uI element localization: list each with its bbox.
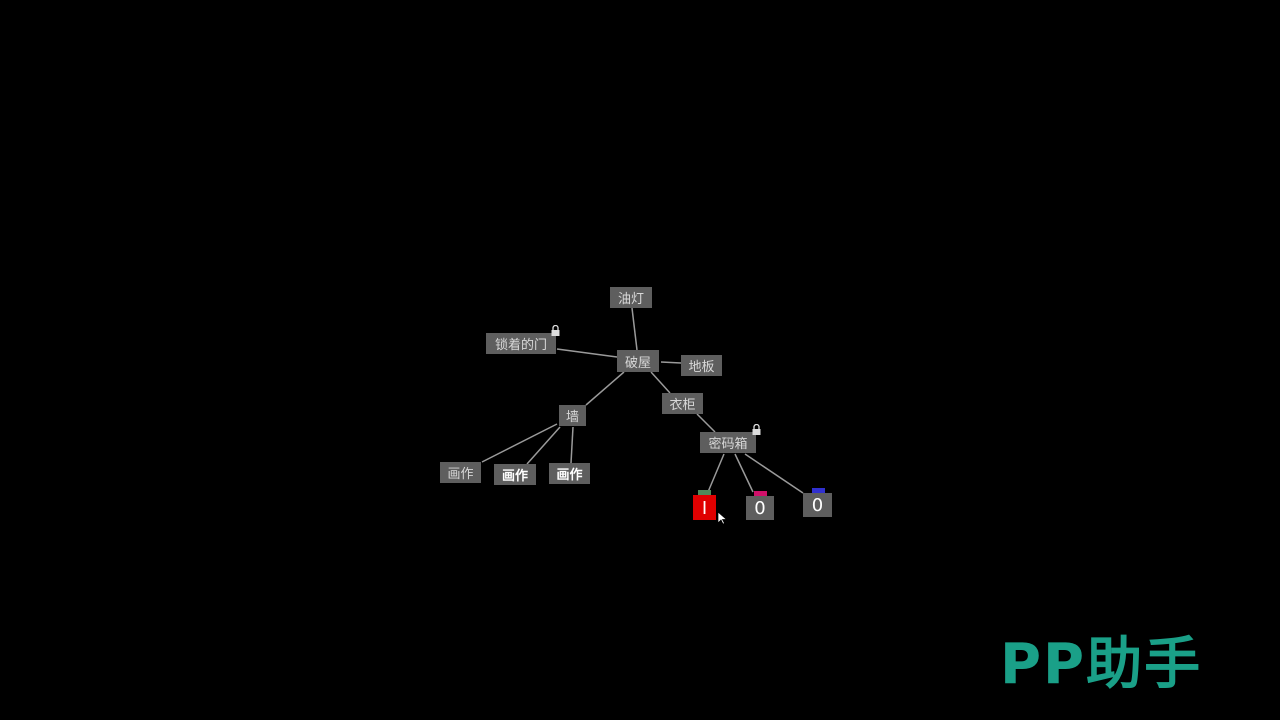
link bbox=[585, 371, 625, 406]
link bbox=[631, 307, 638, 351]
link bbox=[696, 413, 716, 433]
link bbox=[570, 426, 574, 464]
node-hut[interactable]: 破屋 bbox=[617, 350, 659, 372]
code-dial-1[interactable]: I bbox=[693, 495, 716, 520]
node-wardrobe[interactable]: 衣柜 bbox=[662, 393, 703, 414]
dial-2-tab bbox=[754, 491, 767, 499]
link bbox=[556, 348, 618, 358]
link bbox=[707, 453, 725, 493]
link bbox=[650, 371, 671, 394]
link bbox=[744, 453, 804, 494]
watermark-logo: PP助手 bbox=[1000, 632, 1203, 697]
node-locked-door[interactable]: 锁着的门 bbox=[486, 333, 556, 354]
code-dial-2[interactable]: 0 bbox=[746, 496, 774, 520]
node-floor[interactable]: 地板 bbox=[681, 355, 722, 376]
link bbox=[526, 426, 561, 465]
link bbox=[481, 423, 558, 463]
link bbox=[734, 453, 754, 493]
lock-icon bbox=[752, 424, 761, 435]
node-painting-3[interactable]: 画作 bbox=[549, 463, 590, 484]
node-wall[interactable]: 墙 bbox=[559, 405, 586, 426]
code-dial-3[interactable]: 0 bbox=[803, 493, 832, 517]
lock-icon bbox=[551, 325, 560, 336]
node-painting-1[interactable]: 画作 bbox=[440, 462, 481, 483]
link bbox=[660, 361, 682, 364]
dial-1-tab bbox=[698, 490, 711, 498]
node-painting-2[interactable]: 画作 bbox=[494, 464, 536, 485]
mouse-cursor-icon bbox=[718, 512, 727, 525]
node-code-box[interactable]: 密码箱 bbox=[700, 432, 756, 453]
dial-3-tab bbox=[812, 488, 825, 496]
node-oil-lamp[interactable]: 油灯 bbox=[610, 287, 652, 308]
